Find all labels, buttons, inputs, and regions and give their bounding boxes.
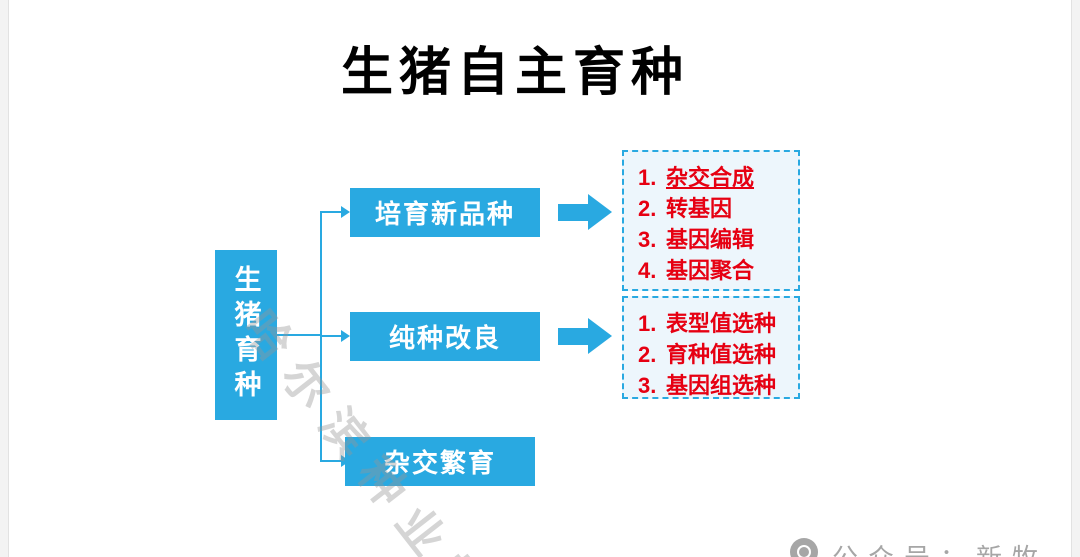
branch-node-crossbreeding: 杂交繁育 (345, 437, 535, 486)
list-item: 4. 基因聚合 (638, 255, 798, 286)
list-item: 1. 杂交合成 (638, 162, 798, 193)
item-text: 杂交合成 (666, 165, 755, 190)
list-item: 2. 转基因 (638, 193, 798, 224)
wechat-account-logo-icon (790, 538, 818, 557)
footer-text: 公众号：新牧 (832, 538, 1048, 557)
page-edge-right (1071, 0, 1080, 557)
page-title: 生猪自主育种 (340, 44, 689, 102)
connector-arrow-icon (341, 206, 350, 218)
item-text: 表型值选种 (666, 311, 777, 336)
item-text: 转基因 (666, 196, 733, 221)
item-text: 基因聚合 (666, 258, 755, 283)
item-number: 4. (638, 258, 657, 283)
detail-panel-new-varieties: 1. 杂交合成 2. 转基因 3. 基因编辑 4. 基因聚合 (622, 150, 800, 291)
list-item: 2. 育种值选种 (638, 339, 798, 370)
root-node-label: 生猪育种 (230, 265, 261, 405)
item-number: 2. (638, 196, 657, 221)
list-item: 1. 表型值选种 (638, 308, 798, 339)
connector-line (277, 334, 321, 336)
item-number: 1. (638, 311, 657, 336)
branch-node-label: 纯种改良 (388, 323, 501, 353)
footer-credit: 公众号：新牧 (790, 538, 1048, 557)
list-item: 3. 基因组选种 (638, 370, 798, 401)
branch-node-new-varieties: 培育新品种 (350, 188, 540, 237)
root-node: 生猪育种 (215, 250, 277, 420)
connector-line (320, 335, 342, 337)
arrow-body (558, 203, 588, 221)
right-arrow-icon (558, 194, 612, 230)
item-text: 基因编辑 (666, 227, 755, 252)
item-number: 3. (638, 373, 657, 398)
item-text: 育种值选种 (666, 342, 777, 367)
branch-node-label: 杂交繁育 (383, 448, 496, 478)
item-number: 1. (638, 165, 657, 190)
branch-node-purebred-improvement: 纯种改良 (350, 312, 540, 361)
list-item: 3. 基因编辑 (638, 224, 798, 255)
item-text: 基因组选种 (666, 373, 777, 398)
item-number: 2. (638, 342, 657, 367)
connector-line (320, 211, 342, 213)
branch-node-label: 培育新品种 (374, 199, 515, 229)
arrow-head (588, 194, 612, 230)
connector-line (320, 460, 342, 462)
arrow-head (588, 318, 612, 354)
connector-arrow-icon (341, 330, 350, 342)
page-edge-left (0, 0, 9, 557)
arrow-body (558, 327, 588, 345)
right-arrow-icon (558, 318, 612, 354)
detail-panel-purebred-improvement: 1. 表型值选种 2. 育种值选种 3. 基因组选种 (622, 296, 800, 399)
item-number: 3. (638, 227, 657, 252)
